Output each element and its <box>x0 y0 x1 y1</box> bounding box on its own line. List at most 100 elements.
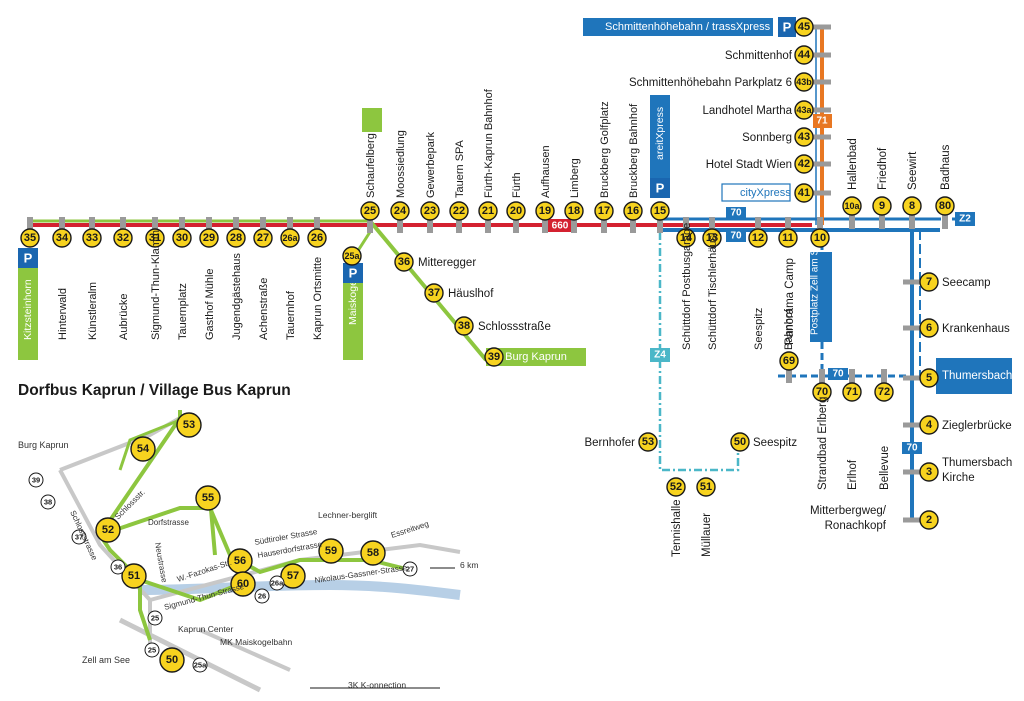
stop-19-bubble <box>535 201 555 221</box>
vb-kaprun-center: Kaprun Center <box>178 624 233 634</box>
village-stop-58-number: 58 <box>367 547 379 559</box>
stop-27-number: 27 <box>257 232 269 244</box>
village-stop-53-bubble <box>176 412 202 438</box>
thum-stop-2-bubble <box>919 510 939 530</box>
stop-32-label: Aubrücke <box>118 294 130 340</box>
stop-15-number: 15 <box>654 205 666 217</box>
thum-stop-6-label: Krankenhaus <box>942 323 1010 335</box>
stop-16-number: 16 <box>627 205 639 217</box>
z4-stop-53-bubble <box>638 432 658 452</box>
thum-stop-2-number: 2 <box>926 514 932 526</box>
stop-20-label: Fürth <box>511 172 523 198</box>
village-stop-59-number: 59 <box>325 545 337 557</box>
east-stop-80-label: Badhaus <box>940 144 952 190</box>
stop-26a-bubble <box>280 228 300 248</box>
village-small-stop-4-num: 25 <box>151 614 159 623</box>
village-small-stop-4 <box>147 610 163 626</box>
green-stop-25a-number: 25a <box>344 251 360 261</box>
thumersbach-ort-label: Thumersbach Ort <box>942 370 1024 382</box>
z4-stop-52-bubble <box>666 477 686 497</box>
village-small-stop-8-num: 27 <box>406 565 414 574</box>
stop-10-bubble <box>810 228 830 248</box>
z4-stop-52-label: Tennishalle <box>671 499 683 557</box>
stop-35-number: 35 <box>24 232 36 244</box>
loop-stop-69-label: Panorama Camp <box>784 258 796 345</box>
orange-stop-42-label: Hotel Stadt Wien <box>706 159 792 171</box>
street-essreitweg: Essreitweg <box>390 519 430 540</box>
stop-14-bubble <box>676 228 696 248</box>
z4-stop-50-number: 50 <box>734 436 746 448</box>
stop-15-bubble <box>650 201 670 221</box>
stop-21-number: 21 <box>482 205 494 217</box>
stop-29-label: Gasthof Mühle <box>204 268 216 340</box>
loop-stop-71-number: 71 <box>846 386 858 398</box>
stop-11-label: Bahnhof <box>783 308 795 350</box>
thum-stop-3-number: 3 <box>926 466 932 478</box>
orange-stop-43a-label: Landhotel Martha <box>702 105 792 117</box>
village-stop-59-bubble <box>318 538 344 564</box>
vb-3k: 3K K-onnection <box>348 680 406 690</box>
orange-stop-42-number: 42 <box>798 158 810 170</box>
village-stop-51-bubble <box>121 563 147 589</box>
stop-23-number: 23 <box>424 205 436 217</box>
loop-stop-70-number: 70 <box>816 386 828 398</box>
thum-stop-2-label: Mitterbergweg/ <box>810 505 887 517</box>
village-small-stop-2-num: 37 <box>75 533 83 542</box>
green-stop-25a-bubble <box>342 246 362 266</box>
stop-33-label: Künstleralm <box>87 282 99 340</box>
postplatz-box <box>810 252 832 342</box>
village-small-stop-2 <box>71 529 87 545</box>
village-stop-54-number: 54 <box>137 443 150 455</box>
stop-35-bubble <box>20 228 40 248</box>
village-stop-58-bubble <box>360 540 386 566</box>
east-stop-9-label: Friedhof <box>877 147 889 190</box>
route-z4-label: Z4 <box>654 350 666 361</box>
stop-16-bubble <box>623 201 643 221</box>
east-stop-8-label: Seewirt <box>907 151 919 190</box>
thum-stop-7-number: 7 <box>926 276 932 288</box>
stop-32-bubble <box>113 228 133 248</box>
stop-24-label: Moossiedlung <box>395 130 407 198</box>
orange-stop-43b-label: Schmittenhöhebahn Parkplatz 6 <box>629 77 792 89</box>
east-stop-9-bubble <box>872 196 892 216</box>
stop-24-bubble <box>390 201 410 221</box>
east-stop-10a-bubble <box>842 196 862 216</box>
stop-23-label: Gewerbepark <box>425 131 437 198</box>
stop-26-number: 26 <box>311 232 323 244</box>
stop-32-number: 32 <box>117 232 129 244</box>
burg-kaprun-box <box>486 348 586 366</box>
stop-11-bubble <box>778 228 798 248</box>
village-stop-54-bubble <box>130 436 156 462</box>
stop-24-number: 24 <box>394 205 407 217</box>
green-stop-37-bubble <box>424 283 444 303</box>
orange-stop-43b-bubble <box>794 72 814 92</box>
stop-27-bubble <box>253 228 273 248</box>
village-small-stop-1-num: 38 <box>44 498 52 507</box>
stop-25-label: Schaufelberg <box>365 133 377 198</box>
stop-34-bubble <box>52 228 72 248</box>
orange-stop-44-bubble <box>794 45 814 65</box>
village-stop-50-bubble <box>159 647 185 673</box>
village-stop-52-bubble <box>95 517 121 543</box>
green-stop-36-number: 36 <box>398 256 410 268</box>
stop-19-label: Aufhausen <box>540 145 552 198</box>
parking-icon-kitz <box>18 248 38 268</box>
route-70-label-b: 70 <box>730 231 742 242</box>
vb-6km: 6 km <box>460 560 478 570</box>
stop-33-number: 33 <box>86 232 98 244</box>
loop-stop-70-label: Strandbad Erlberg <box>817 397 829 490</box>
village-bus-title: Dorfbus Kaprun / Village Bus Kaprun <box>18 382 291 399</box>
stop-31-bubble <box>145 228 165 248</box>
east-stop-10a-label: Hallenbad <box>847 138 859 190</box>
svg-text:P: P <box>24 251 33 266</box>
svg-text:P: P <box>349 266 358 281</box>
vb-lechner: Lechner-berglift <box>318 510 378 520</box>
schmitten-header-box <box>583 18 773 36</box>
orange-stop-42-bubble <box>794 154 814 174</box>
stop-12-bubble <box>748 228 768 248</box>
kitzsteinhorn-label: Kitzsteinhorn <box>22 279 34 340</box>
stop-17-bubble <box>594 201 614 221</box>
village-small-stop-5-num: 25 <box>148 646 156 655</box>
stop-12-number: 12 <box>752 232 764 244</box>
